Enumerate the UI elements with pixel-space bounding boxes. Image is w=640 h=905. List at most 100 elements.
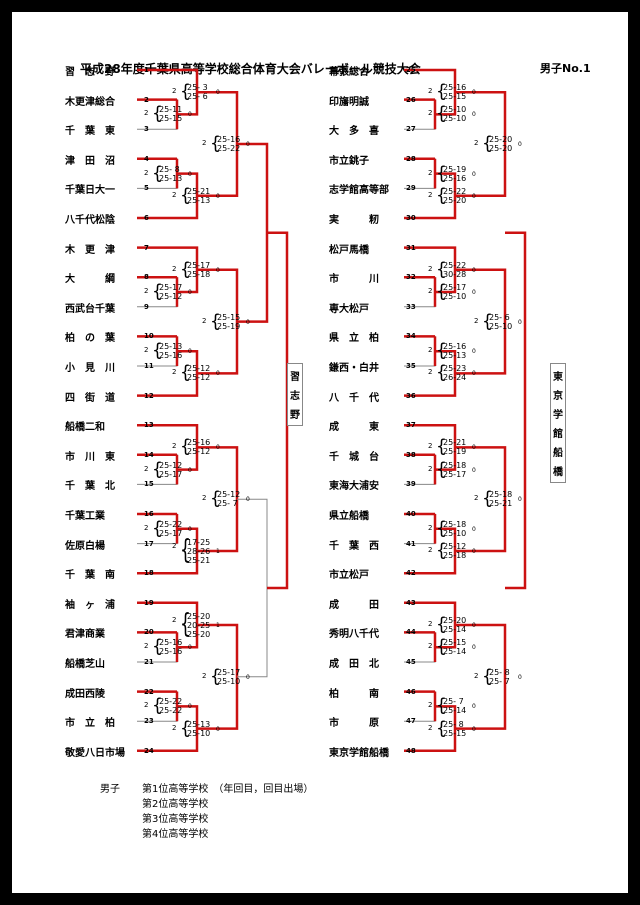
winner-char: 館: [553, 429, 563, 440]
sets-won: 2: [144, 642, 149, 651]
team-name: 市 川 東: [65, 451, 115, 463]
brace-icon: {: [436, 717, 447, 739]
set-score: 25- 8: [159, 164, 180, 174]
brace-icon: {: [436, 280, 447, 303]
set-score: 25-22: [159, 706, 183, 716]
draw-number: 6: [144, 214, 149, 222]
team-name: 千 葉 北: [65, 481, 115, 493]
sets-won: 2: [428, 264, 433, 273]
team-name: 四 街 道: [65, 392, 115, 404]
brace-icon: {: [436, 636, 447, 658]
team-name: 君津商業: [65, 629, 105, 641]
team-name: 千 葉 東: [65, 126, 115, 138]
set-score: 25-16: [443, 83, 467, 93]
set-score: 25-10: [443, 105, 467, 115]
winner-char: 野: [290, 410, 300, 421]
sets-won: 2: [428, 442, 433, 451]
team-name: 千 葉 南: [65, 570, 115, 582]
set-score: 25-15: [217, 312, 241, 322]
team-name: 船橋芝山: [65, 659, 105, 670]
sets-lost: 0: [216, 89, 220, 97]
draw-number: 8: [144, 273, 149, 282]
draw-number: 41: [406, 539, 416, 548]
sets-lost: 0: [216, 725, 220, 733]
sets-lost: 0: [246, 673, 250, 681]
team-name: 市 立 柏: [65, 718, 115, 730]
sets-lost: 0: [472, 444, 476, 452]
sets-won: 2: [428, 546, 433, 554]
draw-number: 34: [406, 332, 416, 341]
set-score: 25-20: [443, 195, 467, 205]
right-winner-box: 東京学館船橋: [550, 363, 566, 483]
brace-icon: {: [436, 458, 447, 480]
team-name: 木更津総合: [65, 96, 115, 108]
team-name: 東京学館船橋: [329, 747, 389, 759]
draw-number: 4: [144, 154, 149, 163]
sets-lost: 1: [216, 548, 220, 555]
brace-icon: {: [180, 184, 191, 206]
sets-lost: 0: [472, 348, 476, 356]
set-score: 25-10: [443, 528, 467, 538]
sets-lost: 0: [188, 111, 192, 119]
sets-won: 2: [428, 642, 433, 651]
sets-won: 2: [202, 316, 207, 325]
team-name: 市 原: [329, 718, 379, 730]
team-name: 幕張総合: [329, 67, 369, 78]
bracket-sheet: 平成28年度千葉県高等学校総合体育大会バレーボール競技大会 男子No.1 習 志…: [12, 12, 628, 893]
set-score: 25-20: [443, 616, 467, 625]
sets-lost: 0: [188, 703, 192, 711]
sets-lost: 0: [472, 111, 476, 119]
sets-won: 2: [172, 541, 177, 550]
draw-number: 19: [144, 598, 154, 607]
set-score: 25-22: [443, 186, 467, 196]
sets-won: 2: [474, 494, 479, 503]
draw-number: 45: [406, 658, 416, 666]
brace-icon: {: [152, 103, 163, 125]
winner-line: [455, 268, 507, 375]
sets-lost: 0: [188, 644, 192, 652]
brace-icon: {: [436, 539, 447, 562]
brace-icon: {: [152, 280, 163, 303]
set-score: 25-15: [159, 114, 183, 124]
sets-won: 2: [172, 615, 177, 624]
draw-number: 24: [144, 746, 154, 755]
brace-icon: {: [482, 310, 493, 332]
set-score: 25-16: [443, 342, 467, 352]
set-score: 25-10: [443, 292, 467, 301]
brace-icon: {: [180, 81, 191, 103]
sets-won: 2: [428, 346, 433, 355]
sets-won: 2: [172, 87, 177, 96]
draw-number: 23: [144, 717, 154, 726]
sheet-number: 男子No.1: [540, 62, 591, 75]
winner-char: 京: [553, 391, 563, 402]
draw-number: 21: [144, 658, 154, 666]
draw-number: 16: [144, 510, 154, 518]
team-name: 木 更 津: [65, 244, 115, 256]
set-score: 20-25: [187, 620, 211, 630]
draw-number: 39: [406, 480, 416, 489]
team-name: 県 立 柏: [329, 333, 379, 345]
set-score: 25-10: [187, 728, 211, 738]
team-name: 袖 ヶ 浦: [65, 599, 115, 611]
brace-icon: {: [180, 717, 191, 739]
sets-lost: 0: [518, 141, 522, 148]
team-name: 柏 南: [329, 688, 379, 700]
sets-won: 2: [144, 287, 149, 295]
sets-won: 2: [428, 109, 433, 118]
set-score: 25- 6: [489, 312, 510, 322]
winner-line: [237, 142, 269, 323]
set-score: 25-22: [159, 697, 183, 707]
draw-number: 18: [144, 569, 154, 578]
